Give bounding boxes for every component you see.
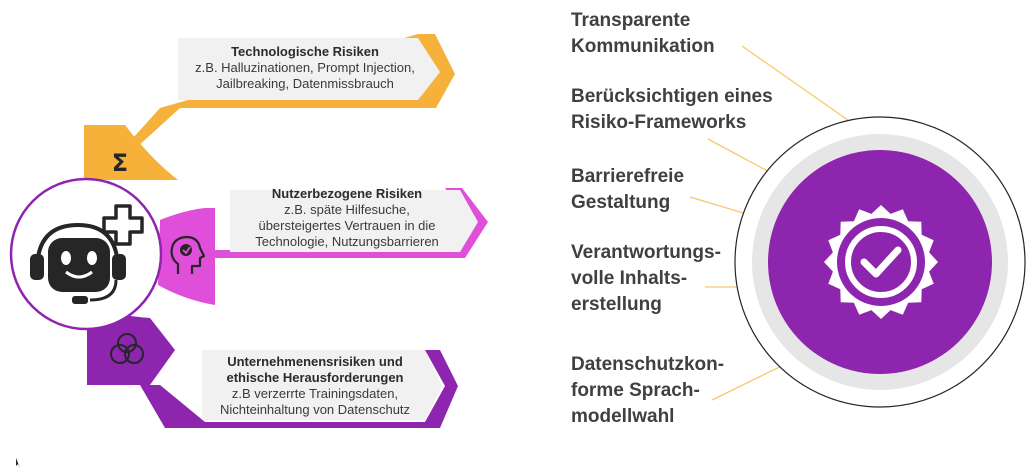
risk-detail: z.B. späte Hilfesuche, übersteigertes Ve… (255, 202, 439, 249)
text-box (202, 350, 442, 420)
measure-transparent-communication: Transparente Kommunikation (571, 10, 715, 57)
robot-headset-icon (30, 222, 126, 304)
mouse-cursor-icon (16, 458, 20, 468)
seal-badge (734, 116, 1026, 408)
risk-band-user (158, 188, 488, 305)
measure-privacy-model-choice: Datenschutzkon- forme Sprach- modellwahl (571, 354, 725, 427)
medical-cross-icon (102, 204, 144, 246)
risk-title: Technologische Risiken (231, 44, 379, 59)
center-chatbot (9, 177, 163, 331)
risk-detail: z.B verzerrte Trainingsdaten, Nichteinha… (219, 386, 411, 417)
measure-accessible-design: Barrierefreie Gestaltung (571, 166, 685, 213)
risk-detail: z.B. Halluzinationen, Prompt Injection, … (195, 60, 415, 91)
venn-circles-icon (110, 333, 144, 364)
risk-corporate-text: Unternehmenensrisiken und ethische Herau… (200, 354, 430, 418)
band-arrow (140, 350, 458, 428)
risk-title: Nutzerbezogene Risiken (271, 186, 423, 201)
measure-risk-framework: Berücksichtigen eines Risiko-Frameworks (571, 86, 773, 133)
risk-band-technological: Σ (84, 34, 455, 180)
text-box (178, 38, 440, 100)
sigma-icon: Σ (112, 149, 128, 177)
measure-responsible-content: Verantwortungs- volle Inhalts- erstellun… (571, 242, 721, 315)
text-box (230, 190, 478, 252)
risk-user-text: Nutzerbezogene Risiken z.B. späte Hilfes… (232, 186, 462, 250)
risk-technological-text: Technologische Risiken z.B. Halluzinatio… (180, 44, 430, 92)
icon-tab (158, 208, 215, 305)
seal-check-icon (824, 205, 938, 319)
icon-tab (84, 125, 178, 180)
head-check-icon (170, 235, 206, 274)
risk-title: Unternehmenensrisiken und ethische Herau… (226, 354, 404, 385)
